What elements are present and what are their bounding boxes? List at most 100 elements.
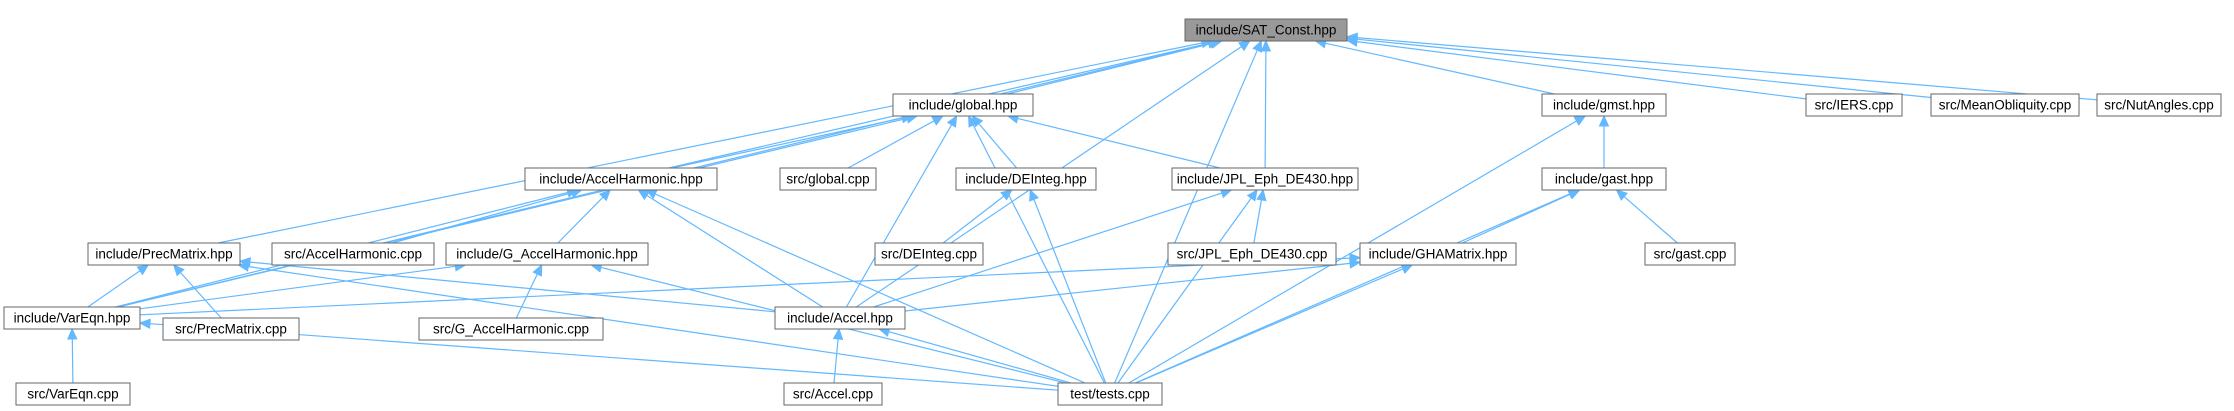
node-gmst[interactable]: include/gmst.hpp bbox=[1541, 93, 1667, 117]
dependency-edge-tests-to-gast bbox=[1135, 189, 1580, 384]
node-label: src/JPL_Eph_DE430.cpp bbox=[1177, 247, 1328, 262]
node-box bbox=[874, 242, 984, 266]
node-box bbox=[1644, 242, 1736, 266]
node-box bbox=[15, 382, 131, 406]
node-iers[interactable]: src/IERS.cpp bbox=[1805, 93, 1903, 117]
node-label: include/G_AccelHarmonic.hpp bbox=[456, 247, 638, 262]
node-label: src/NutAngles.cpp bbox=[2104, 98, 2214, 113]
node-box bbox=[1359, 242, 1517, 266]
dependency-edge-prec_matrix-to-sat_const bbox=[217, 37, 1214, 244]
dependency-edge-var_eqn_cpp-to-var_eqn bbox=[67, 327, 78, 384]
node-box bbox=[418, 317, 604, 341]
dependency-edge-jpl_eph_cpp-to-jpl_eph bbox=[1253, 188, 1267, 244]
node-global-cpp[interactable]: src/global.cpp bbox=[779, 167, 877, 191]
node-sat-const[interactable]: include/SAT_Const.hpp bbox=[1184, 18, 1348, 42]
node-box bbox=[271, 242, 435, 266]
node-box bbox=[162, 317, 300, 341]
node-accel-harmonic-cpp[interactable]: src/AccelHarmonic.cpp bbox=[271, 242, 435, 266]
node-label: src/Accel.cpp bbox=[793, 387, 873, 402]
dependency-edge-gast-to-gmst bbox=[1598, 114, 1610, 168]
node-de-integ-cpp[interactable]: src/DEInteg.cpp bbox=[874, 242, 984, 266]
node-box bbox=[783, 382, 883, 406]
dependency-edge-g_accel_harmonic_cpp-to-g_accel_harmonic bbox=[515, 263, 543, 319]
dependency-edge-de_integ_cpp-to-de_integ bbox=[942, 189, 1013, 244]
dependency-edge-tests-to-accel bbox=[877, 326, 1072, 384]
edges-layer bbox=[67, 32, 2098, 391]
node-box bbox=[3, 306, 141, 330]
node-box bbox=[774, 306, 906, 330]
node-box bbox=[1184, 18, 1348, 42]
node-var-eqn-cpp[interactable]: src/VarEqn.cpp bbox=[15, 382, 131, 406]
dependency-edge-tests-to-sat_const bbox=[1114, 39, 1263, 384]
dependency-edge-de_integ-to-global bbox=[971, 115, 1018, 169]
node-label: test/tests.cpp bbox=[1070, 387, 1150, 402]
node-box bbox=[1805, 93, 1903, 117]
node-label: src/IERS.cpp bbox=[1815, 98, 1894, 113]
node-global[interactable]: include/global.hpp bbox=[892, 93, 1034, 117]
dependency-edge-var_eqn-to-prec_matrix bbox=[87, 264, 150, 308]
node-label: include/PrecMatrix.hpp bbox=[95, 247, 232, 262]
node-label: include/GHAMatrix.hpp bbox=[1369, 247, 1508, 262]
node-label: include/Accel.hpp bbox=[787, 311, 893, 326]
node-label: include/gmst.hpp bbox=[1553, 98, 1655, 113]
node-box bbox=[1057, 382, 1163, 406]
node-label: include/gast.hpp bbox=[1555, 172, 1653, 187]
dependency-edge-accel-to-accel_harmonic bbox=[637, 189, 824, 308]
node-de-integ[interactable]: include/DEInteg.hpp bbox=[955, 167, 1097, 191]
dependency-edge-tests-to-global bbox=[968, 114, 1105, 384]
dependency-edge-gast_cpp-to-gast bbox=[1615, 189, 1678, 244]
node-jpl-eph-cpp[interactable]: src/JPL_Eph_DE430.cpp bbox=[1167, 242, 1337, 266]
node-gast[interactable]: include/gast.hpp bbox=[1541, 167, 1667, 191]
dependency-edge-tests-to-var_eqn bbox=[138, 318, 1059, 391]
dependency-edge-gha_matrix-to-gast bbox=[1462, 189, 1581, 244]
node-g-accel-harmonic-cpp[interactable]: src/G_AccelHarmonic.cpp bbox=[418, 317, 604, 341]
node-prec-matrix-cpp[interactable]: src/PrecMatrix.cpp bbox=[162, 317, 300, 341]
dependency-edge-iers-to-sat_const bbox=[1345, 36, 1807, 100]
node-box bbox=[445, 242, 649, 266]
dependency-edge-jpl_eph-to-global bbox=[1006, 113, 1221, 169]
node-label: src/DEInteg.cpp bbox=[881, 247, 977, 262]
dependency-edge-tests-to-gmst bbox=[1128, 115, 1587, 384]
node-label: include/JPL_Eph_DE430.hpp bbox=[1177, 172, 1353, 187]
node-box bbox=[87, 242, 241, 266]
node-mean-obliquity[interactable]: src/MeanObliquity.cpp bbox=[1930, 93, 2080, 117]
dependency-edge-accel_harmonic-to-global bbox=[671, 113, 914, 169]
node-gha-matrix[interactable]: include/GHAMatrix.hpp bbox=[1359, 242, 1517, 266]
node-label: src/VarEqn.cpp bbox=[27, 387, 118, 402]
node-label: include/VarEqn.hpp bbox=[14, 311, 131, 326]
dependency-edge-tests-to-accel_harmonic bbox=[644, 189, 1086, 384]
node-gast-cpp[interactable]: src/gast.cpp bbox=[1644, 242, 1736, 266]
dependency-edge-accel-to-global bbox=[845, 114, 958, 308]
node-var-eqn[interactable]: include/VarEqn.hpp bbox=[3, 306, 141, 330]
node-label: src/G_AccelHarmonic.cpp bbox=[433, 322, 589, 337]
node-box bbox=[892, 93, 1034, 117]
node-accel-cpp[interactable]: src/Accel.cpp bbox=[783, 382, 883, 406]
node-label: src/global.cpp bbox=[786, 172, 869, 187]
node-box bbox=[1541, 167, 1667, 191]
node-accel[interactable]: include/Accel.hpp bbox=[774, 306, 906, 330]
node-box bbox=[1171, 167, 1359, 191]
node-box bbox=[2096, 93, 2222, 117]
node-label: include/DEInteg.hpp bbox=[965, 172, 1087, 187]
node-label: src/PrecMatrix.cpp bbox=[175, 322, 287, 337]
node-box bbox=[1930, 93, 2080, 117]
node-label: include/global.hpp bbox=[909, 98, 1018, 113]
node-jpl-eph[interactable]: include/JPL_Eph_DE430.hpp bbox=[1171, 167, 1359, 191]
node-label: include/SAT_Const.hpp bbox=[1196, 23, 1337, 38]
node-prec-matrix[interactable]: include/PrecMatrix.hpp bbox=[87, 242, 241, 266]
node-g-accel-harmonic[interactable]: include/G_AccelHarmonic.hpp bbox=[445, 242, 649, 266]
node-box bbox=[779, 167, 877, 191]
dependency-edge-jpl_eph-to-sat_const bbox=[1260, 39, 1272, 169]
node-label: include/AccelHarmonic.hpp bbox=[539, 172, 703, 187]
node-box bbox=[955, 167, 1097, 191]
node-nut-angles[interactable]: src/NutAngles.cpp bbox=[2096, 93, 2222, 117]
node-accel-harmonic[interactable]: include/AccelHarmonic.hpp bbox=[524, 167, 718, 191]
node-box bbox=[1167, 242, 1337, 266]
dependency-edge-nut_angles-to-sat_const bbox=[1345, 32, 2098, 101]
dependency-edge-accel_cpp-to-accel bbox=[832, 327, 844, 384]
node-tests[interactable]: test/tests.cpp bbox=[1057, 382, 1163, 406]
nodes-layer: include/SAT_Const.hpp include/global.hpp i… bbox=[3, 18, 2222, 406]
node-label: src/MeanObliquity.cpp bbox=[1939, 98, 2072, 113]
dependency-edge-tests-to-de_integ bbox=[1029, 188, 1107, 384]
